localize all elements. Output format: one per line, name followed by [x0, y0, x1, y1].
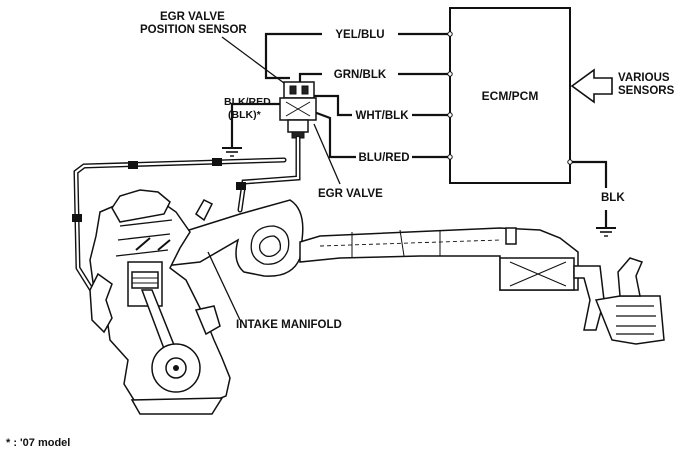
ecm-wiring: [230, 32, 608, 228]
footnote: * : '07 model: [6, 437, 70, 449]
egr-valve-leader: [313, 123, 341, 185]
wire-label-grn-blk: GRN/BLK: [334, 69, 387, 81]
ecm-terminals: [447, 31, 573, 165]
wire-label-blu-red: BLU/RED: [358, 152, 409, 164]
air-cleaner: [499, 257, 605, 331]
egr-sensor-label-1: EGR VALVE: [160, 11, 225, 23]
various-sensors-label-2: SENSORS: [618, 85, 675, 97]
various-sensors-arrow: [570, 68, 613, 104]
intake-manifold-leader: [207, 251, 241, 321]
egr-sensor-leader: [221, 36, 289, 87]
ecm-pcm-box: [449, 7, 571, 184]
egr-valve-label: EGR VALVE: [318, 188, 383, 200]
egr-valve: [279, 81, 317, 139]
engine-block: [89, 189, 231, 415]
intake-manifold: [163, 199, 304, 277]
egr-sensor-label-2: POSITION SENSOR: [140, 24, 247, 36]
wire-label-blk: BLK: [601, 192, 625, 204]
ground-symbol-ecm: [596, 227, 616, 237]
intake-manifold-label: INTAKE MANIFOLD: [236, 319, 342, 331]
wire-label-blk-red: BLK/RED: [224, 96, 271, 108]
ecm-pcm-label: ECM/PCM: [482, 89, 539, 103]
wire-label-blk-red-note: (BLK)*: [228, 109, 262, 121]
various-sensors-label-1: VARIOUS: [618, 72, 670, 84]
egr-pipe: [72, 135, 301, 303]
wire-label-wht-blk: WHT/BLK: [355, 110, 409, 122]
ground-symbol-sensor: [222, 147, 242, 157]
wire-label-yel-blu: YEL/BLU: [335, 29, 384, 41]
resonator: [594, 257, 665, 345]
